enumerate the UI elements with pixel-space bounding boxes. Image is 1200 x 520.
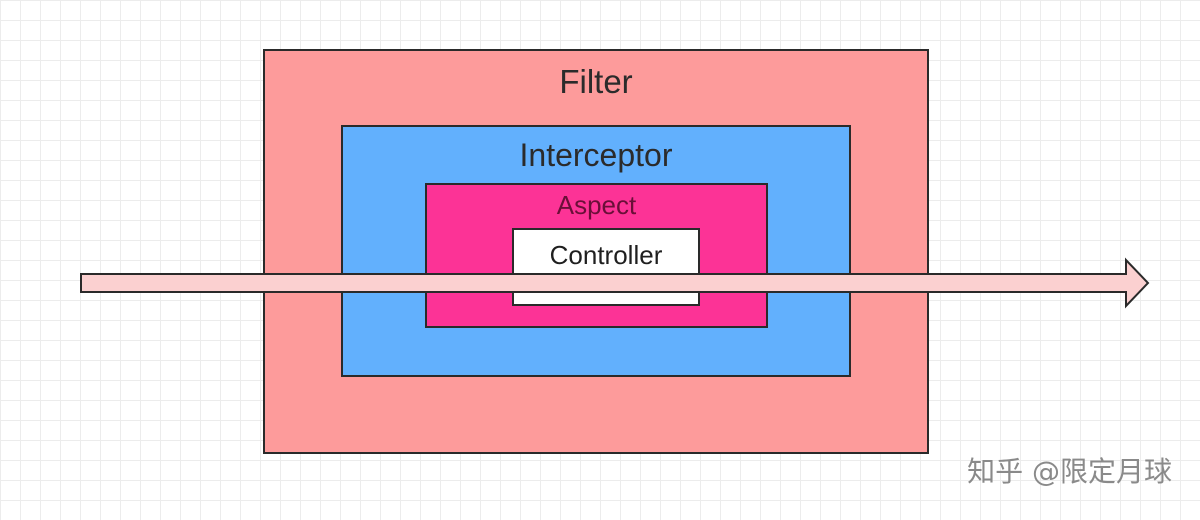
- filter-label: Filter: [559, 63, 633, 100]
- controller-label: Controller: [549, 240, 663, 270]
- watermark: 知乎 @限定月球: [967, 455, 1172, 488]
- aspect-label: Aspect: [556, 190, 637, 220]
- interceptor-label: Interceptor: [519, 137, 673, 173]
- request-flow-arrow: [80, 257, 1150, 309]
